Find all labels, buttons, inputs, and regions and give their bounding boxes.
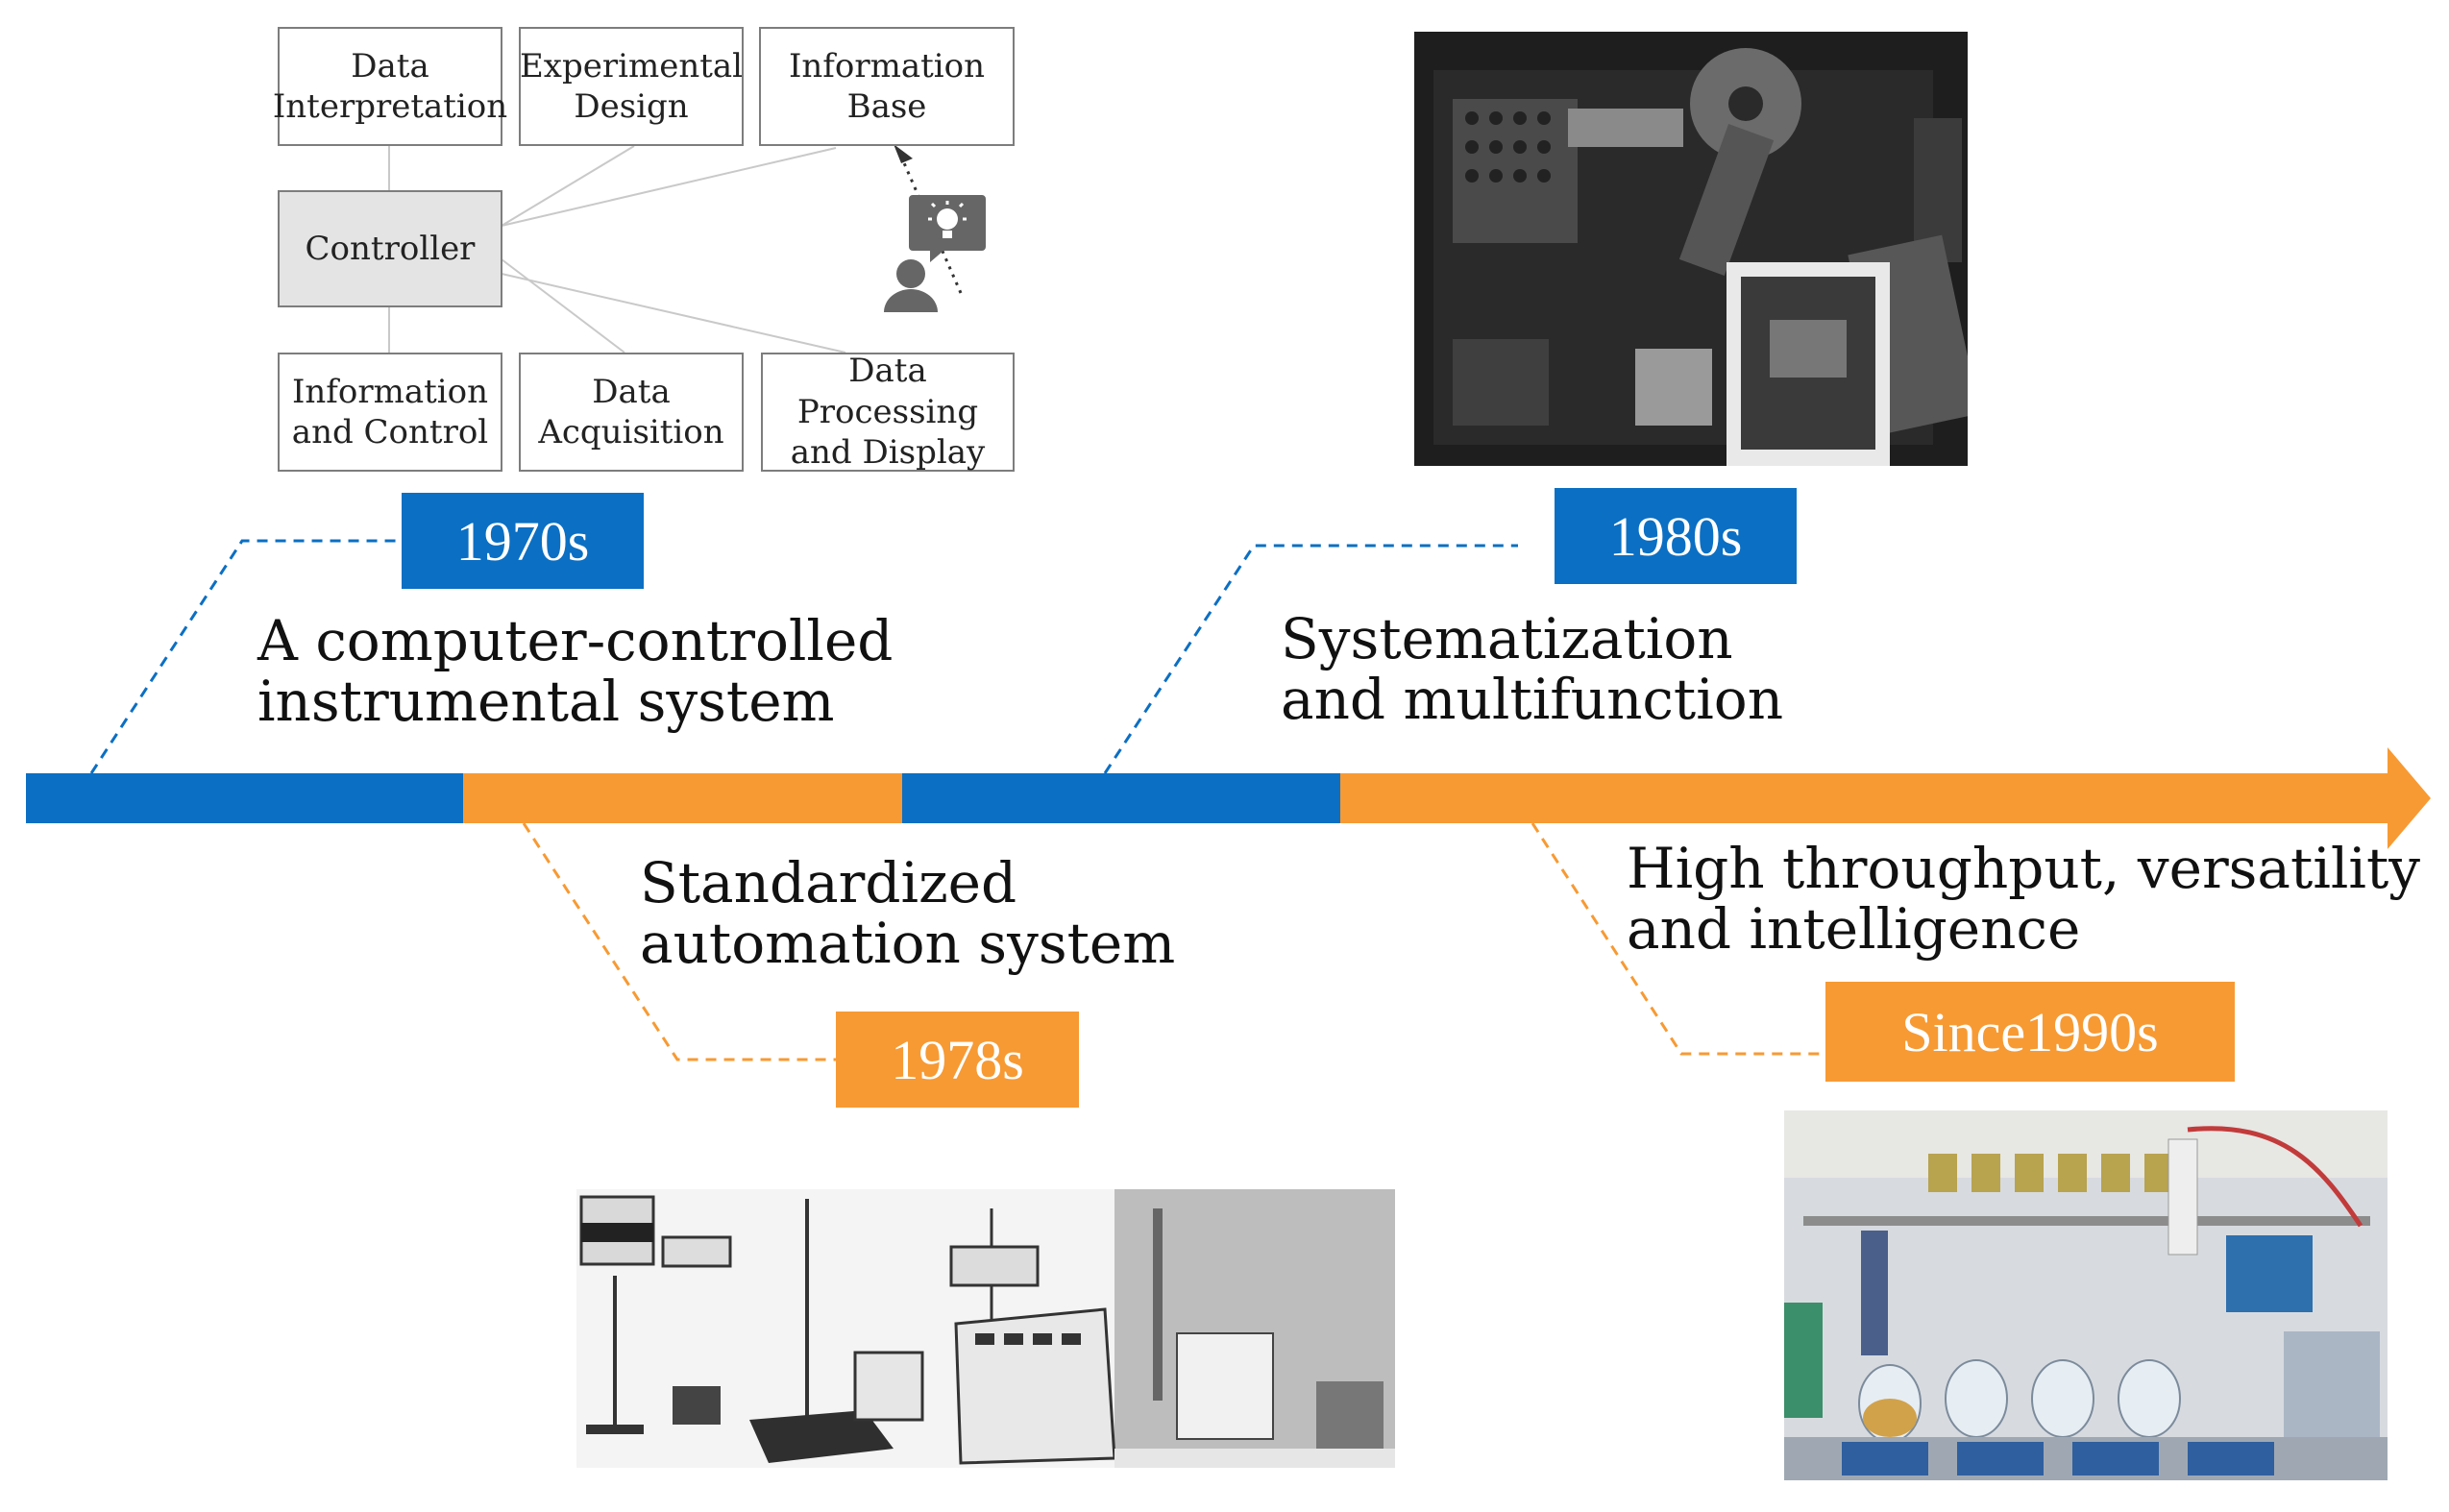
box-data-processing: Data Processing and Display xyxy=(761,352,1015,472)
photo-1990s-modern-lab xyxy=(1784,1110,2388,1480)
photo-1978-standardized-equipment xyxy=(576,1189,1395,1468)
leader-1980s xyxy=(1103,544,1518,774)
timeline-segment-4 xyxy=(1340,773,2388,823)
year-label-1978s: 1978s xyxy=(836,1012,1079,1108)
caption-1978s: Standardized automation system xyxy=(640,850,1176,976)
box-data-interpretation: Data Interpretation xyxy=(273,27,507,146)
box-information-base: Information Base xyxy=(759,27,1015,146)
diagram-connectors xyxy=(388,145,846,354)
arrowhead xyxy=(894,144,913,163)
box-controller: Controller xyxy=(278,190,502,307)
leader-1978s xyxy=(522,822,836,1061)
leader-1990s xyxy=(1531,822,1825,1056)
year-label-1970s: 1970s xyxy=(402,493,644,589)
box-experimental-design: Experimental Design xyxy=(519,27,744,146)
caption-1970s: A computer-controlled instrumental syste… xyxy=(257,608,894,734)
box-information-control: Information and Control xyxy=(278,353,502,472)
caption-since1990s: High throughput, versatility and intelli… xyxy=(1627,836,2421,962)
year-label-since1990s: Since1990s xyxy=(1825,982,2235,1082)
timeline-segment-1 xyxy=(26,773,463,823)
photo-1980s-robotic-system xyxy=(1414,32,1968,466)
leader-1970s xyxy=(89,539,402,774)
box-data-acquisition: Data Acquisition xyxy=(519,353,744,472)
year-label-1980s: 1980s xyxy=(1555,488,1797,584)
timeline-arrowhead xyxy=(2388,747,2431,849)
info-base-dotted-link xyxy=(896,149,963,294)
timeline-segment-2 xyxy=(463,773,902,823)
timeline-segment-3 xyxy=(902,773,1340,823)
caption-1980s: Systematization and multifunction xyxy=(1281,606,1784,732)
